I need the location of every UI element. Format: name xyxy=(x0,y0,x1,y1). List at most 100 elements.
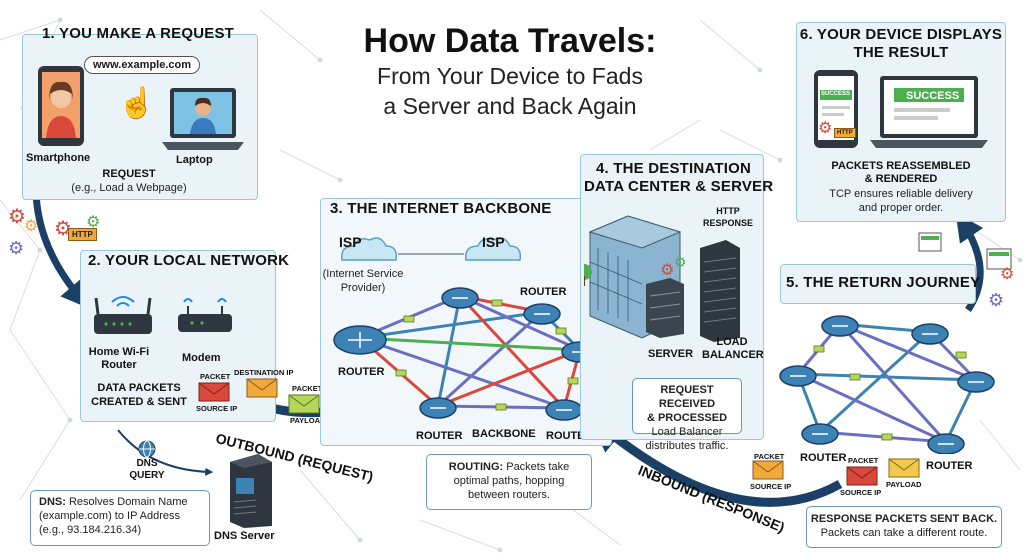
packet-label-2: PACKET xyxy=(292,384,323,393)
http-response-2: RESPONSE xyxy=(702,218,753,228)
tap-hand-icon: ☝ xyxy=(118,87,156,120)
dns-server-label: DNS Server xyxy=(214,530,275,542)
dns-desc-3: (e.g., 93.184.216.34) xyxy=(39,524,142,536)
gear-icon: ⚙ xyxy=(8,206,26,228)
tcp-2: and proper order. xyxy=(858,202,944,214)
router-label-bottom-left: ROUTER xyxy=(416,430,463,442)
modem-icon xyxy=(178,298,232,332)
arrow-inbound xyxy=(588,415,843,507)
return-packet-1: PACKET xyxy=(754,452,785,461)
request-received-callout: REQUEST RECEIVED & PROCESSED Load Balanc… xyxy=(632,378,742,452)
diagram-title: How Data Travels: From Your Device to Fa… xyxy=(300,22,720,121)
req-line-3: Load Balancer xyxy=(651,426,723,438)
response-callout: RESPONSE PACKETS SENT BACK. Packets can … xyxy=(806,506,1002,548)
globe-icon xyxy=(138,440,156,458)
router-label-left: ROUTER xyxy=(338,366,385,378)
success-big: SUCCESS xyxy=(906,90,960,102)
dns-query-1: DNS xyxy=(136,458,158,469)
envelope-icon xyxy=(752,460,784,480)
backbone-label: BACKBONE xyxy=(472,428,536,440)
gear-icon: ⚙ xyxy=(660,262,675,279)
dns-desc-2: (example.com) to IP Address xyxy=(39,510,181,522)
laptop-icon xyxy=(162,88,244,150)
tcp-1: TCP ensures reliable delivery xyxy=(829,188,973,200)
step5-panel xyxy=(780,264,976,304)
gear-icon: ⚙ xyxy=(24,218,39,235)
return-router-right: ROUTER xyxy=(926,460,973,472)
gear-icon: ⚙ xyxy=(818,120,833,137)
return-packet-2: PACKET xyxy=(848,456,879,465)
laptop-label: Laptop xyxy=(176,154,213,166)
modem-label: Modem xyxy=(182,352,221,364)
url-bubble: www.example.com xyxy=(84,56,201,74)
smartphone-label: Smartphone xyxy=(26,152,91,164)
return-payload: PAYLOAD xyxy=(886,480,922,489)
source-ip-label: SOURCE IP xyxy=(196,404,238,413)
request-example: (e.g., Load a Webpage) xyxy=(71,182,187,194)
req-line-2: & PROCESSED xyxy=(646,412,728,424)
packets-label-1: DATA PACKETS xyxy=(97,382,181,394)
title-sub-2: a Server and Back Again xyxy=(383,93,637,119)
step4-heading-2: DATA CENTER & SERVER xyxy=(584,178,774,195)
destination-ip-label: DESTINATION IP xyxy=(234,368,294,377)
routing-callout: ROUTING: Packets take optimal paths, hop… xyxy=(426,454,592,510)
isp-desc-1: (Internet Service xyxy=(322,268,404,280)
step4-heading-1: 4. THE DESTINATION xyxy=(596,160,751,177)
dns-desc-bold: DNS: xyxy=(39,496,66,508)
mini-window-icon xyxy=(986,248,1012,270)
envelope-icon xyxy=(288,394,320,414)
wifi-router-icon xyxy=(94,296,152,334)
cloud-icon xyxy=(465,237,522,261)
step3-heading: 3. THE INTERNET BACKBONE xyxy=(330,200,552,217)
packets-label-2: CREATED & SENT xyxy=(91,396,187,408)
response-line-2: Packets can take a different route. xyxy=(820,527,988,539)
isp-label-1: ISP xyxy=(339,234,362,250)
gear-icon: ⚙ xyxy=(8,238,25,258)
return-network xyxy=(779,315,995,454)
request-label: REQUEST xyxy=(102,168,156,180)
dns-query-2: QUERY xyxy=(129,470,165,481)
laptop-success-icon xyxy=(870,76,988,148)
response-line-1: RESPONSE PACKETS SENT BACK. xyxy=(810,513,998,525)
step6-heading-2: THE RESULT xyxy=(853,44,949,61)
payload-label: PAYLOAD xyxy=(290,416,326,425)
router-label-1: Home Wi-Fi xyxy=(88,346,150,358)
envelope-icon xyxy=(846,466,878,486)
routing-line-2: optimal paths, hopping xyxy=(453,475,565,487)
http-tag-6: HTTP xyxy=(834,128,856,138)
gear-icon: ⚙ xyxy=(86,214,101,231)
title-sub-1: From Your Device to Fads xyxy=(377,63,643,89)
step1-heading: 1. YOU MAKE A REQUEST xyxy=(42,25,235,42)
lb-label-1: LOAD xyxy=(716,336,748,348)
req-line-4: distributes traffic. xyxy=(645,440,729,452)
backbone-network xyxy=(333,237,599,421)
server-icon xyxy=(646,278,684,338)
routing-bold: ROUTING: xyxy=(448,461,504,473)
dns-server-icon xyxy=(230,454,272,528)
gear-icon: ⚙ xyxy=(988,290,1005,310)
dns-query-line xyxy=(117,429,214,476)
envelope-icon xyxy=(198,382,230,402)
mini-window-icon xyxy=(918,232,942,252)
step5-heading: 5. THE RETURN JOURNEY xyxy=(786,274,981,291)
router-label-2: Router xyxy=(101,359,137,371)
cloud-icon xyxy=(341,237,398,261)
router-icons xyxy=(333,287,599,421)
title-main: How Data Travels: xyxy=(363,22,657,60)
lb-label-2: BALANCER xyxy=(702,349,764,361)
envelope-icon xyxy=(246,378,278,398)
step6-heading-1: 6. YOUR DEVICE DISPLAYS xyxy=(799,26,1003,43)
return-source-ip-1: SOURCE IP xyxy=(750,482,792,491)
load-balancer-icon xyxy=(700,240,740,342)
routing-line-1: Packets take xyxy=(503,461,570,473)
gear-icon: ⚙ xyxy=(1000,266,1015,283)
isp-desc-2: Provider) xyxy=(340,282,386,294)
envelope-icon xyxy=(888,458,920,478)
step2-panel xyxy=(80,250,276,422)
isp-label-2: ISP xyxy=(482,234,505,250)
server-label: SERVER xyxy=(648,348,694,360)
dns-callout: DNS: Resolves Domain Name (example.com) … xyxy=(30,490,210,546)
step2-heading: 2. YOUR LOCAL NETWORK xyxy=(88,252,290,269)
http-tag: HTTP xyxy=(68,228,97,241)
reassembled-1: PACKETS REASSEMBLED xyxy=(831,160,971,172)
